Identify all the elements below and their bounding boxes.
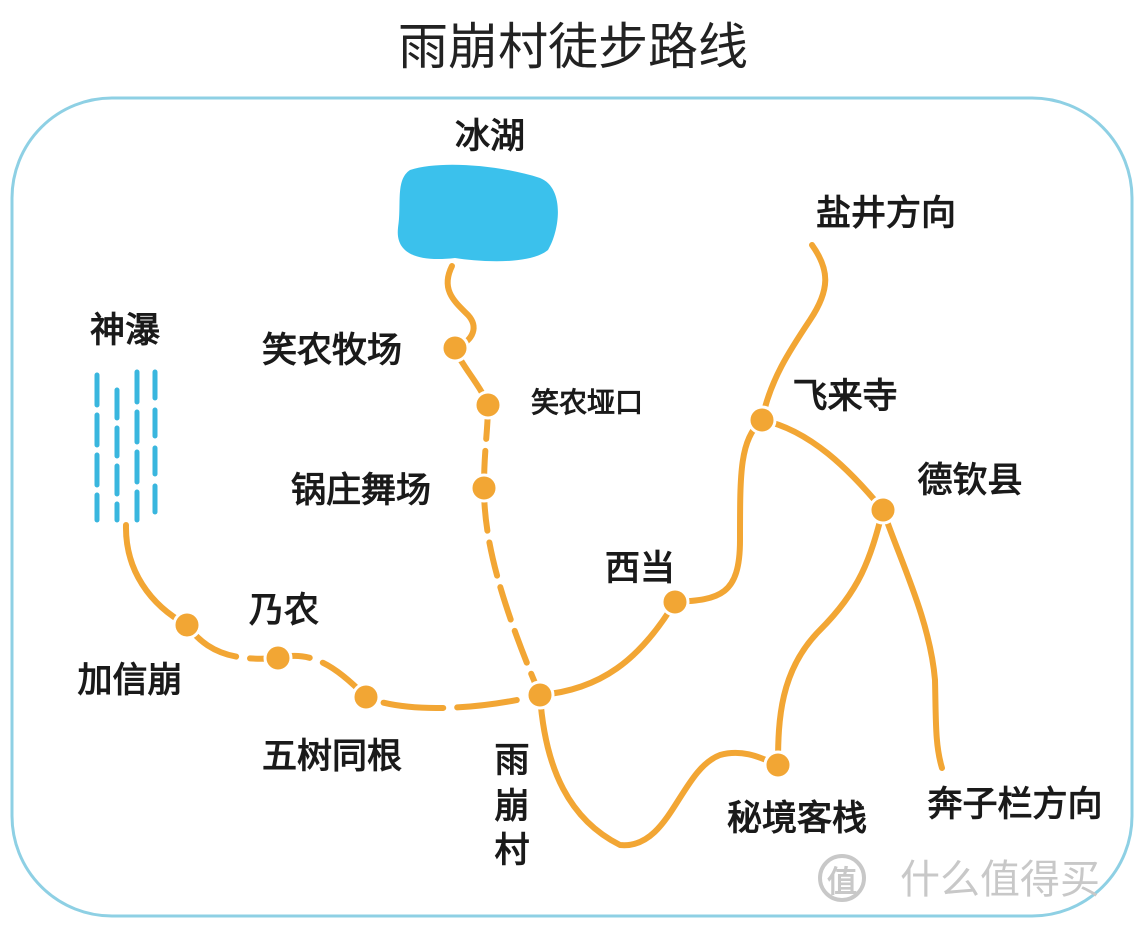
trail-network — [122, 242, 945, 849]
stop-yubeng — [525, 680, 555, 710]
svg-text:值: 值 — [827, 865, 857, 900]
map-frame — [10, 96, 1134, 918]
trail-stops — [172, 333, 898, 780]
label-yubeng-village: 雨 崩 村 — [494, 741, 529, 871]
trail-yubeng-mijing — [537, 692, 781, 849]
label-xiaonong-pasture: 笑农牧场 — [262, 331, 402, 371]
watermark: 值 什么值得买 — [818, 854, 1100, 903]
stop-naionong — [263, 643, 293, 673]
label-shenpu: 神瀑 — [90, 311, 161, 351]
label-yanjing-direction: 盐井方向 — [816, 194, 956, 234]
watermark-text: 什么值得买 — [900, 857, 1100, 903]
label-xidang: 西当 — [605, 549, 675, 589]
label-yubeng-char-1: 雨 — [494, 741, 529, 781]
trail-pass-yubeng — [481, 402, 543, 698]
trail-waterfall-jiaxinbeng — [122, 522, 190, 628]
waterfall-icon — [94, 369, 158, 523]
stop-wushu — [351, 682, 381, 712]
label-xiaonong-pass: 笑农垭口 — [531, 386, 643, 419]
stop-guozhuang — [469, 473, 499, 503]
trail-deqin-benzilan — [880, 507, 945, 771]
stop-feilai — [747, 405, 777, 435]
stop-xiaonong-pasture — [440, 333, 470, 363]
zhi-logo-icon: 值 — [818, 854, 866, 902]
stop-deqin — [868, 495, 898, 525]
stop-mijing — [763, 750, 793, 780]
ice-lake-shape — [397, 164, 558, 262]
label-feilai-temple: 飞来寺 — [792, 377, 897, 417]
trail-yubeng-xidang — [537, 599, 678, 698]
trail-feilai-yanjing — [759, 242, 829, 423]
label-yubeng-char-2: 崩 — [494, 787, 529, 827]
trail-jiaxinbeng-yubeng — [184, 622, 543, 711]
label-wushu-tonggen: 五树同根 — [262, 737, 402, 777]
label-deqin-county: 德钦县 — [917, 461, 1022, 501]
stop-jiaxinbeng — [172, 610, 202, 640]
label-jiaxinbeng: 加信崩 — [77, 661, 182, 701]
label-benzilan-direction: 奔子栏方向 — [927, 785, 1102, 825]
trail-lake-pasture — [444, 263, 477, 351]
label-mijing-inn: 秘境客栈 — [727, 798, 867, 839]
stop-xidang — [660, 587, 690, 617]
trail-deqin-mijing — [775, 507, 886, 768]
label-ice-lake: 冰湖 — [455, 117, 525, 157]
label-yubeng-char-3: 村 — [494, 831, 529, 871]
stop-xiaonong-pass — [473, 390, 503, 420]
trail-xidang-feilai — [672, 417, 765, 605]
trail-feilai-deqin — [759, 417, 886, 513]
label-naionong: 乃农 — [249, 591, 319, 631]
label-guozhuang-wuchang: 锅庄舞场 — [291, 471, 431, 511]
map-title: 雨崩村徒步路线 — [398, 18, 748, 76]
